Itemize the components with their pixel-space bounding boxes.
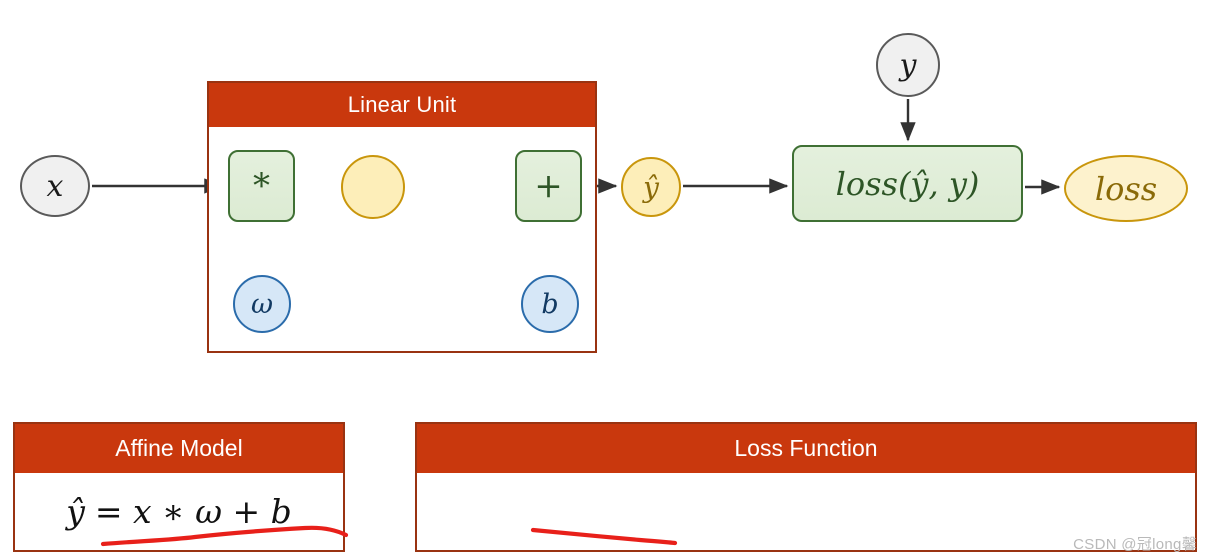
affine-formula-lhs: ŷ: [66, 492, 85, 531]
node-loss-output[interactable]: loss: [1064, 155, 1188, 222]
node-prediction-yhat[interactable]: ŷ: [621, 157, 681, 217]
affine-model-formula: ŷ = x ∗ ω + b: [15, 473, 343, 550]
linear-unit-header: Linear Unit: [209, 83, 595, 127]
affine-model-header: Affine Model: [15, 424, 343, 473]
node-add-operator[interactable]: +: [515, 150, 582, 222]
csdn-watermark: CSDN @冠long馨: [1073, 536, 1197, 553]
node-loss-function[interactable]: loss(ŷ, y): [792, 145, 1023, 222]
loss-function-header: Loss Function: [417, 424, 1195, 473]
node-weight-omega[interactable]: ω: [233, 275, 291, 333]
node-multiply-operator[interactable]: *: [228, 150, 295, 222]
node-input-x[interactable]: x: [20, 155, 90, 217]
node-bias-b[interactable]: b: [521, 275, 579, 333]
node-target-y[interactable]: y: [876, 33, 940, 97]
affine-formula-rhs: = x ∗ ω + b: [94, 492, 292, 531]
node-intermediate-value[interactable]: [341, 155, 405, 219]
